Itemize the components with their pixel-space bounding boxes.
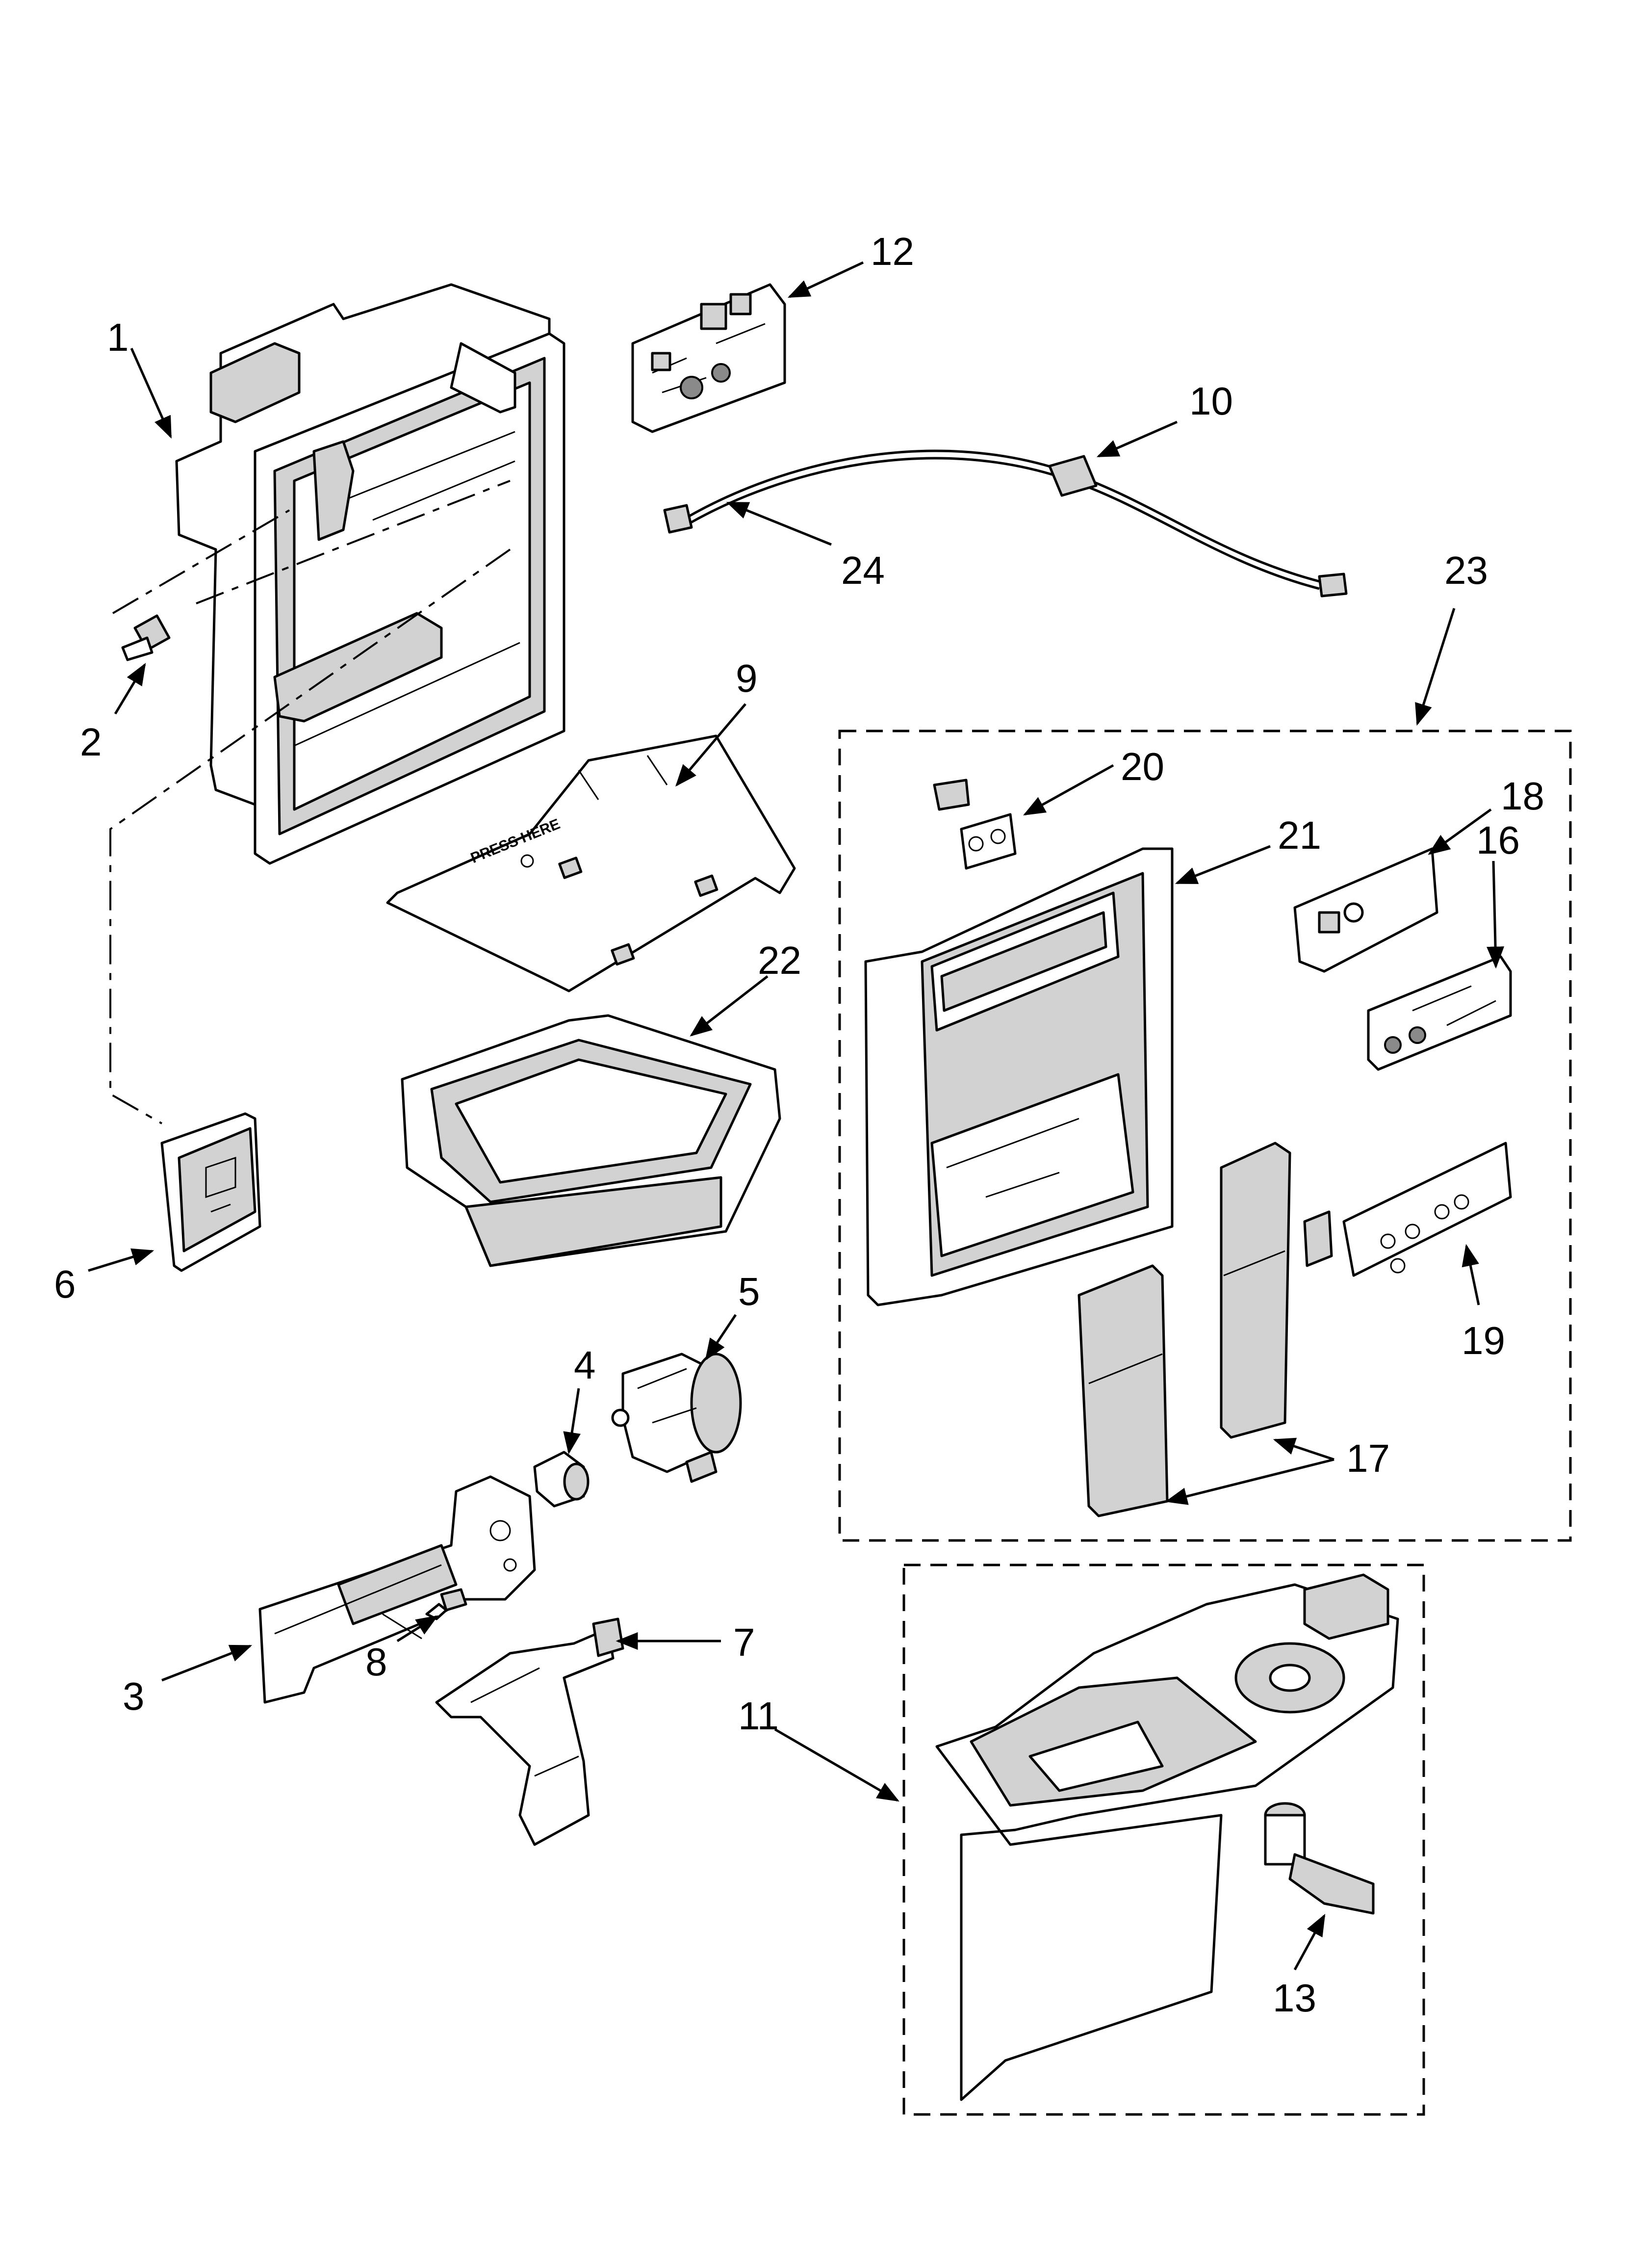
part-8-screw: [425, 1588, 467, 1620]
part-7-actuator-arm: [435, 1617, 624, 1846]
callout-6: 6: [54, 1262, 76, 1306]
callout-4: 4: [574, 1343, 596, 1387]
leader-dash-2: [112, 480, 511, 614]
callout-arrows: [88, 261, 1505, 1971]
callout-10: 10: [1189, 379, 1233, 423]
callout-19: 19: [1462, 1319, 1505, 1362]
callout-13: 13: [1273, 1976, 1316, 2020]
part-3-bracket: [258, 1475, 536, 1704]
callout-21: 21: [1278, 813, 1321, 857]
part-10-24-wire-harness: [663, 449, 1348, 598]
callout-1: 1: [107, 315, 129, 359]
callout-9: 9: [736, 656, 758, 700]
part-5-motor: [611, 1353, 742, 1483]
callout-23: 23: [1444, 548, 1488, 592]
part-4-coupler: [533, 1451, 590, 1508]
part-11-ice-chute-housing: [935, 1573, 1399, 2101]
callout-22: 22: [758, 938, 801, 982]
part-16-ui-control-board: [1367, 955, 1512, 1071]
part-20-switch: [933, 779, 1017, 870]
callout-18: 18: [1501, 774, 1544, 818]
part-2-screw: [121, 614, 171, 661]
callout-11: 11: [738, 1694, 779, 1738]
part-22-drip-tray: [401, 1014, 781, 1267]
part-9-chute-tray: PRESS HERE: [386, 734, 796, 992]
callout-20: 20: [1121, 745, 1164, 788]
part-19-control-panel: [1303, 1142, 1512, 1277]
callout-2: 2: [80, 720, 102, 764]
callout-24: 24: [841, 548, 885, 592]
assembly-23-boundary: [838, 730, 1572, 1542]
part-21-dispenser-housing: [864, 847, 1174, 1306]
callout-17: 17: [1346, 1436, 1390, 1480]
part-18-interface-bracket: [1293, 847, 1438, 973]
assembly-11-boundary: [902, 1564, 1425, 2116]
part-17-dispenser-pads: [1078, 1142, 1291, 1517]
part-12-control-board: [631, 283, 786, 433]
part-13-chute-door: [1264, 1802, 1375, 1915]
part-1-ice-bin-housing: [175, 283, 565, 865]
callout-5: 5: [738, 1270, 760, 1313]
callout-12: 12: [871, 230, 914, 273]
leader-dash-6: [109, 548, 511, 1124]
part-6-switch-cover: [160, 1112, 261, 1272]
callout-8: 8: [365, 1640, 387, 1684]
callout-7: 7: [733, 1620, 755, 1664]
callout-3: 3: [123, 1674, 145, 1718]
callout-16: 16: [1476, 818, 1520, 862]
